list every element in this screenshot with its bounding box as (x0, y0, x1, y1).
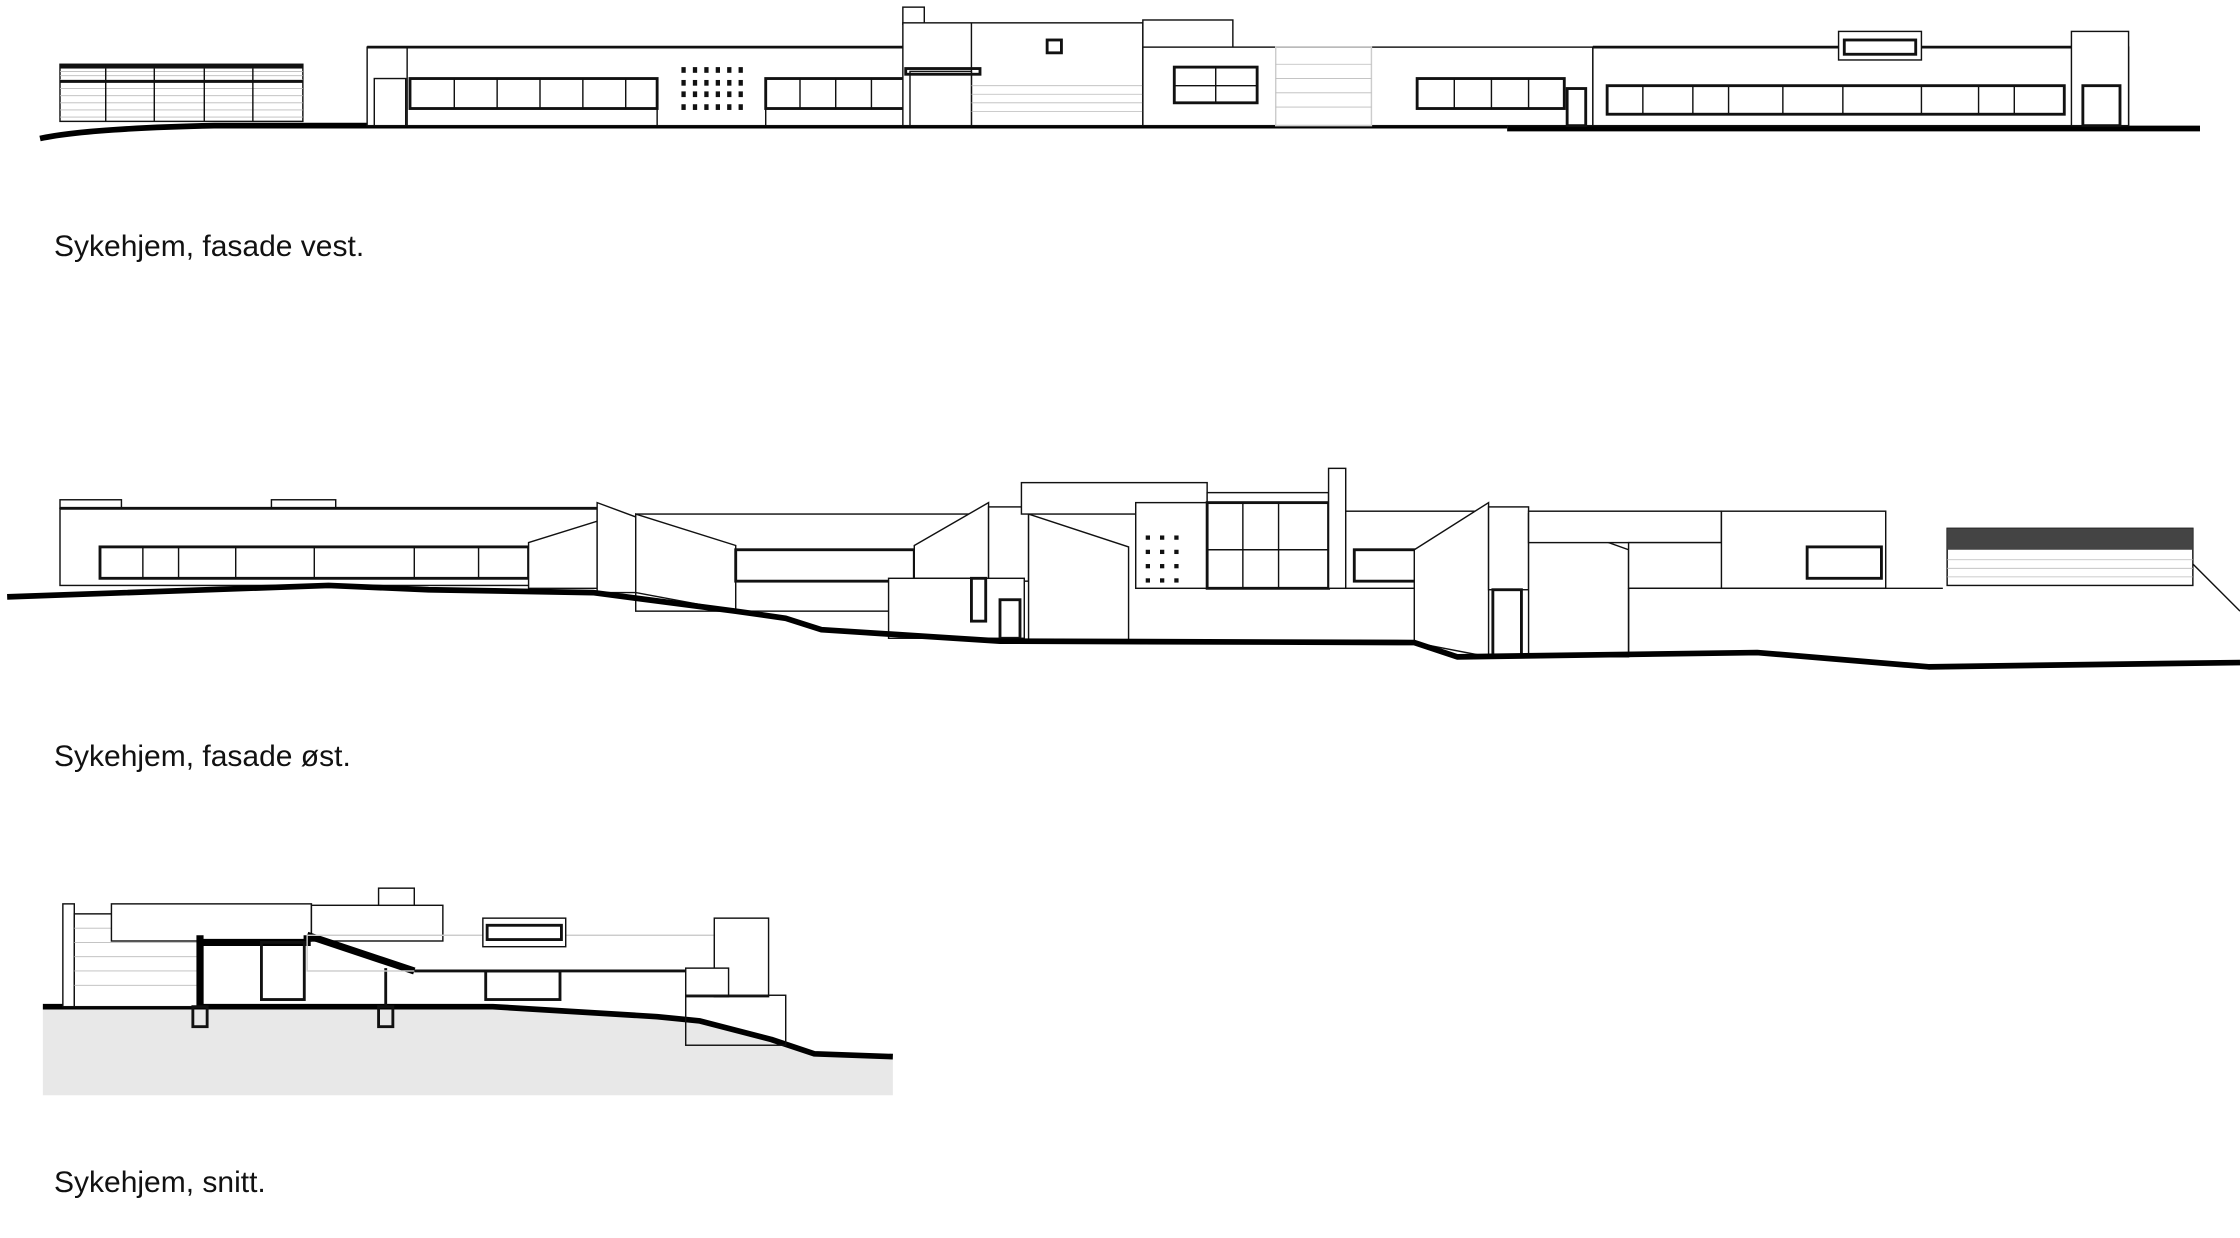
elevation-west (39, 6, 2200, 142)
elevation-east (7, 467, 2240, 670)
caption-snitt: Sykehjem, snitt. (54, 1166, 266, 1199)
dot-grid (681, 67, 743, 110)
ground-line (7, 582, 2240, 670)
pergola-west (59, 63, 304, 123)
section (42, 887, 893, 1096)
ground-line (39, 122, 1508, 142)
caption-fasade-vest: Sykehjem, fasade vest. (54, 230, 365, 263)
caption-fasade-ost: Sykehjem, fasade øst. (54, 740, 351, 773)
